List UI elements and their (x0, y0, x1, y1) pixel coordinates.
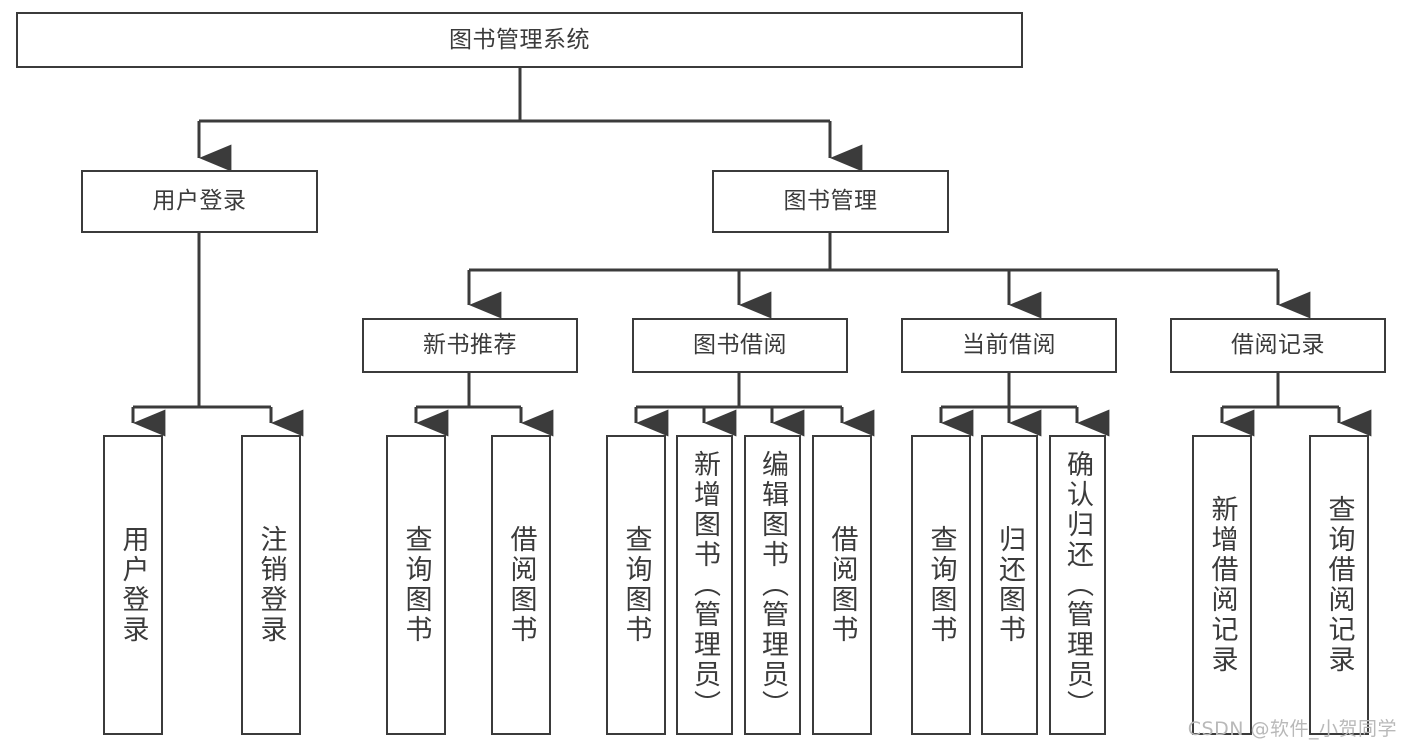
node-label: 新书推荐 (423, 332, 517, 359)
node-user-login[interactable]: 用户登录 (81, 170, 318, 233)
node-current-borrow[interactable]: 当前借阅 (901, 318, 1117, 373)
node-label: 归还图书 (994, 525, 1025, 645)
node-leaf-query-record[interactable]: 查询借阅记录 (1309, 435, 1369, 735)
node-label: 图书借阅 (693, 332, 787, 359)
node-label: 新增图书（管理员） (689, 450, 720, 720)
node-label: 注销登录 (255, 525, 287, 645)
node-label: 借阅图书 (505, 525, 537, 645)
node-borrow-record[interactable]: 借阅记录 (1170, 318, 1386, 373)
node-book-manage[interactable]: 图书管理 (712, 170, 949, 233)
node-leaf-edit-book[interactable]: 编辑图书（管理员） (744, 435, 801, 735)
node-leaf-logout[interactable]: 注销登录 (241, 435, 301, 735)
node-label: 用户登录 (152, 188, 247, 215)
node-label: 编辑图书（管理员） (757, 450, 788, 720)
node-label: 查询借阅记录 (1323, 495, 1355, 675)
node-label: 当前借阅 (962, 332, 1056, 359)
node-leaf-query-book-2[interactable]: 查询图书 (606, 435, 666, 735)
node-label: 图书管理 (783, 188, 878, 215)
node-label: 借阅记录 (1231, 332, 1325, 359)
node-label: 用户登录 (117, 525, 149, 645)
node-label: 借阅图书 (826, 525, 858, 645)
node-label: 查询图书 (620, 525, 652, 645)
node-label: 查询图书 (400, 525, 432, 645)
node-label: 图书管理系统 (449, 26, 590, 53)
node-leaf-borrow-book-1[interactable]: 借阅图书 (491, 435, 551, 735)
csdn-watermark: CSDN @软件_小贺同学 (1187, 718, 1397, 740)
node-leaf-user-login[interactable]: 用户登录 (103, 435, 163, 735)
node-label: 新增借阅记录 (1206, 495, 1238, 675)
node-label: 查询图书 (925, 525, 957, 645)
node-leaf-borrow-book-2[interactable]: 借阅图书 (812, 435, 872, 735)
node-new-book-recommend[interactable]: 新书推荐 (362, 318, 578, 373)
node-book-borrow[interactable]: 图书借阅 (632, 318, 848, 373)
node-root-book-management-system[interactable]: 图书管理系统 (16, 12, 1023, 68)
node-leaf-add-book[interactable]: 新增图书（管理员） (676, 435, 733, 735)
node-leaf-return-book[interactable]: 归还图书 (981, 435, 1038, 735)
node-leaf-confirm-return[interactable]: 确认归还（管理员） (1049, 435, 1106, 735)
node-leaf-add-record[interactable]: 新增借阅记录 (1192, 435, 1252, 735)
node-leaf-query-book-1[interactable]: 查询图书 (386, 435, 446, 735)
node-leaf-query-book-3[interactable]: 查询图书 (911, 435, 971, 735)
node-label: 确认归还（管理员） (1062, 450, 1093, 720)
